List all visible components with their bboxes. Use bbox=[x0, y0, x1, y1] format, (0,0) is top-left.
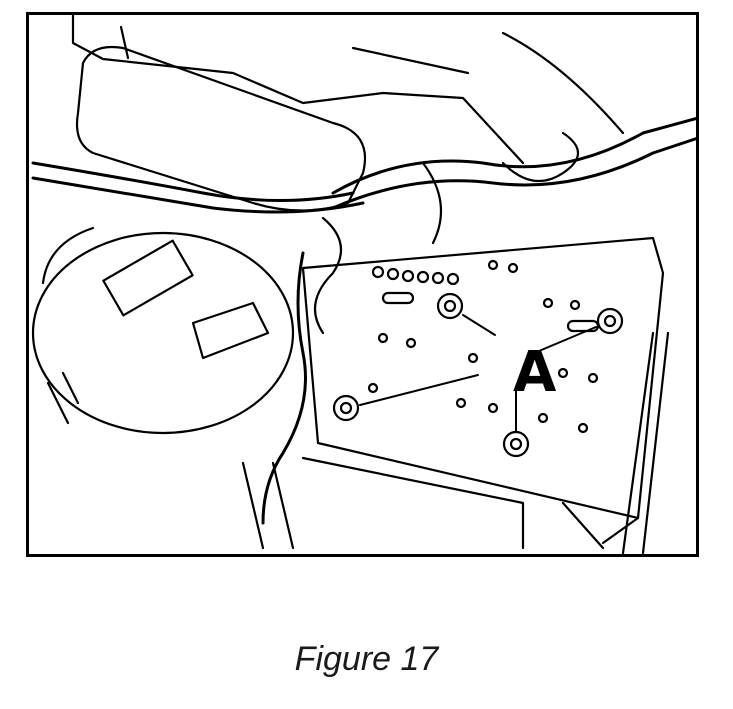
panel-seam-line bbox=[351, 46, 470, 75]
nut-3 bbox=[332, 394, 360, 422]
hole bbox=[367, 382, 379, 394]
nut-4-hole bbox=[509, 437, 523, 451]
hole bbox=[587, 372, 599, 384]
leader-line-1 bbox=[462, 314, 496, 336]
hole bbox=[446, 272, 460, 286]
hole bbox=[557, 367, 569, 379]
nut-1 bbox=[436, 292, 464, 320]
disk-housing bbox=[31, 231, 295, 435]
figure-caption: Figure 17 bbox=[294, 640, 439, 678]
hole bbox=[507, 262, 519, 274]
slot bbox=[381, 291, 415, 305]
hole bbox=[577, 422, 589, 434]
hole bbox=[377, 332, 389, 344]
hole bbox=[542, 297, 554, 309]
panel-edge-line bbox=[119, 25, 130, 60]
nut-2 bbox=[596, 307, 624, 335]
upper-panel-outline bbox=[71, 15, 525, 165]
bracket-plate bbox=[191, 301, 270, 360]
hole bbox=[537, 412, 549, 424]
illustration-frame: A bbox=[26, 12, 699, 557]
hole bbox=[405, 337, 417, 349]
connector-block bbox=[102, 239, 194, 317]
hole bbox=[401, 269, 415, 283]
hole bbox=[569, 299, 581, 311]
hole bbox=[487, 259, 499, 271]
hole bbox=[371, 265, 385, 279]
cable-loop-1 bbox=[313, 216, 343, 335]
hardware-line-drawing bbox=[31, 15, 696, 554]
cable-bundle-2 bbox=[31, 176, 365, 214]
nut-3-hole bbox=[339, 401, 353, 415]
hole bbox=[386, 267, 400, 281]
disk-housing-rim bbox=[41, 226, 95, 285]
cable-bundle-3 bbox=[331, 116, 696, 195]
hole bbox=[431, 271, 445, 285]
leader-line-3 bbox=[359, 374, 479, 406]
bracket-tabs bbox=[46, 371, 80, 425]
nut-4 bbox=[502, 430, 530, 458]
cable-loop-2 bbox=[421, 161, 443, 245]
hole bbox=[455, 397, 467, 409]
panel-curve bbox=[501, 31, 625, 135]
hole bbox=[467, 352, 479, 364]
nut-1-hole bbox=[443, 299, 457, 313]
twisted-wire bbox=[261, 251, 307, 525]
hole bbox=[487, 402, 499, 414]
hole bbox=[416, 270, 430, 284]
slot bbox=[566, 319, 600, 333]
cable-bundle-1 bbox=[31, 161, 355, 202]
plate-rails bbox=[601, 331, 670, 554]
nut-2-hole bbox=[603, 314, 617, 328]
cable-loop-3 bbox=[501, 131, 580, 183]
chassis-lines bbox=[241, 461, 605, 550]
chassis-lower-edge bbox=[301, 456, 525, 550]
mounting-plate bbox=[301, 236, 665, 520]
cable-bundle-4 bbox=[331, 137, 696, 210]
callout-label-a: A bbox=[513, 340, 557, 405]
leader-line-2 bbox=[538, 326, 597, 352]
